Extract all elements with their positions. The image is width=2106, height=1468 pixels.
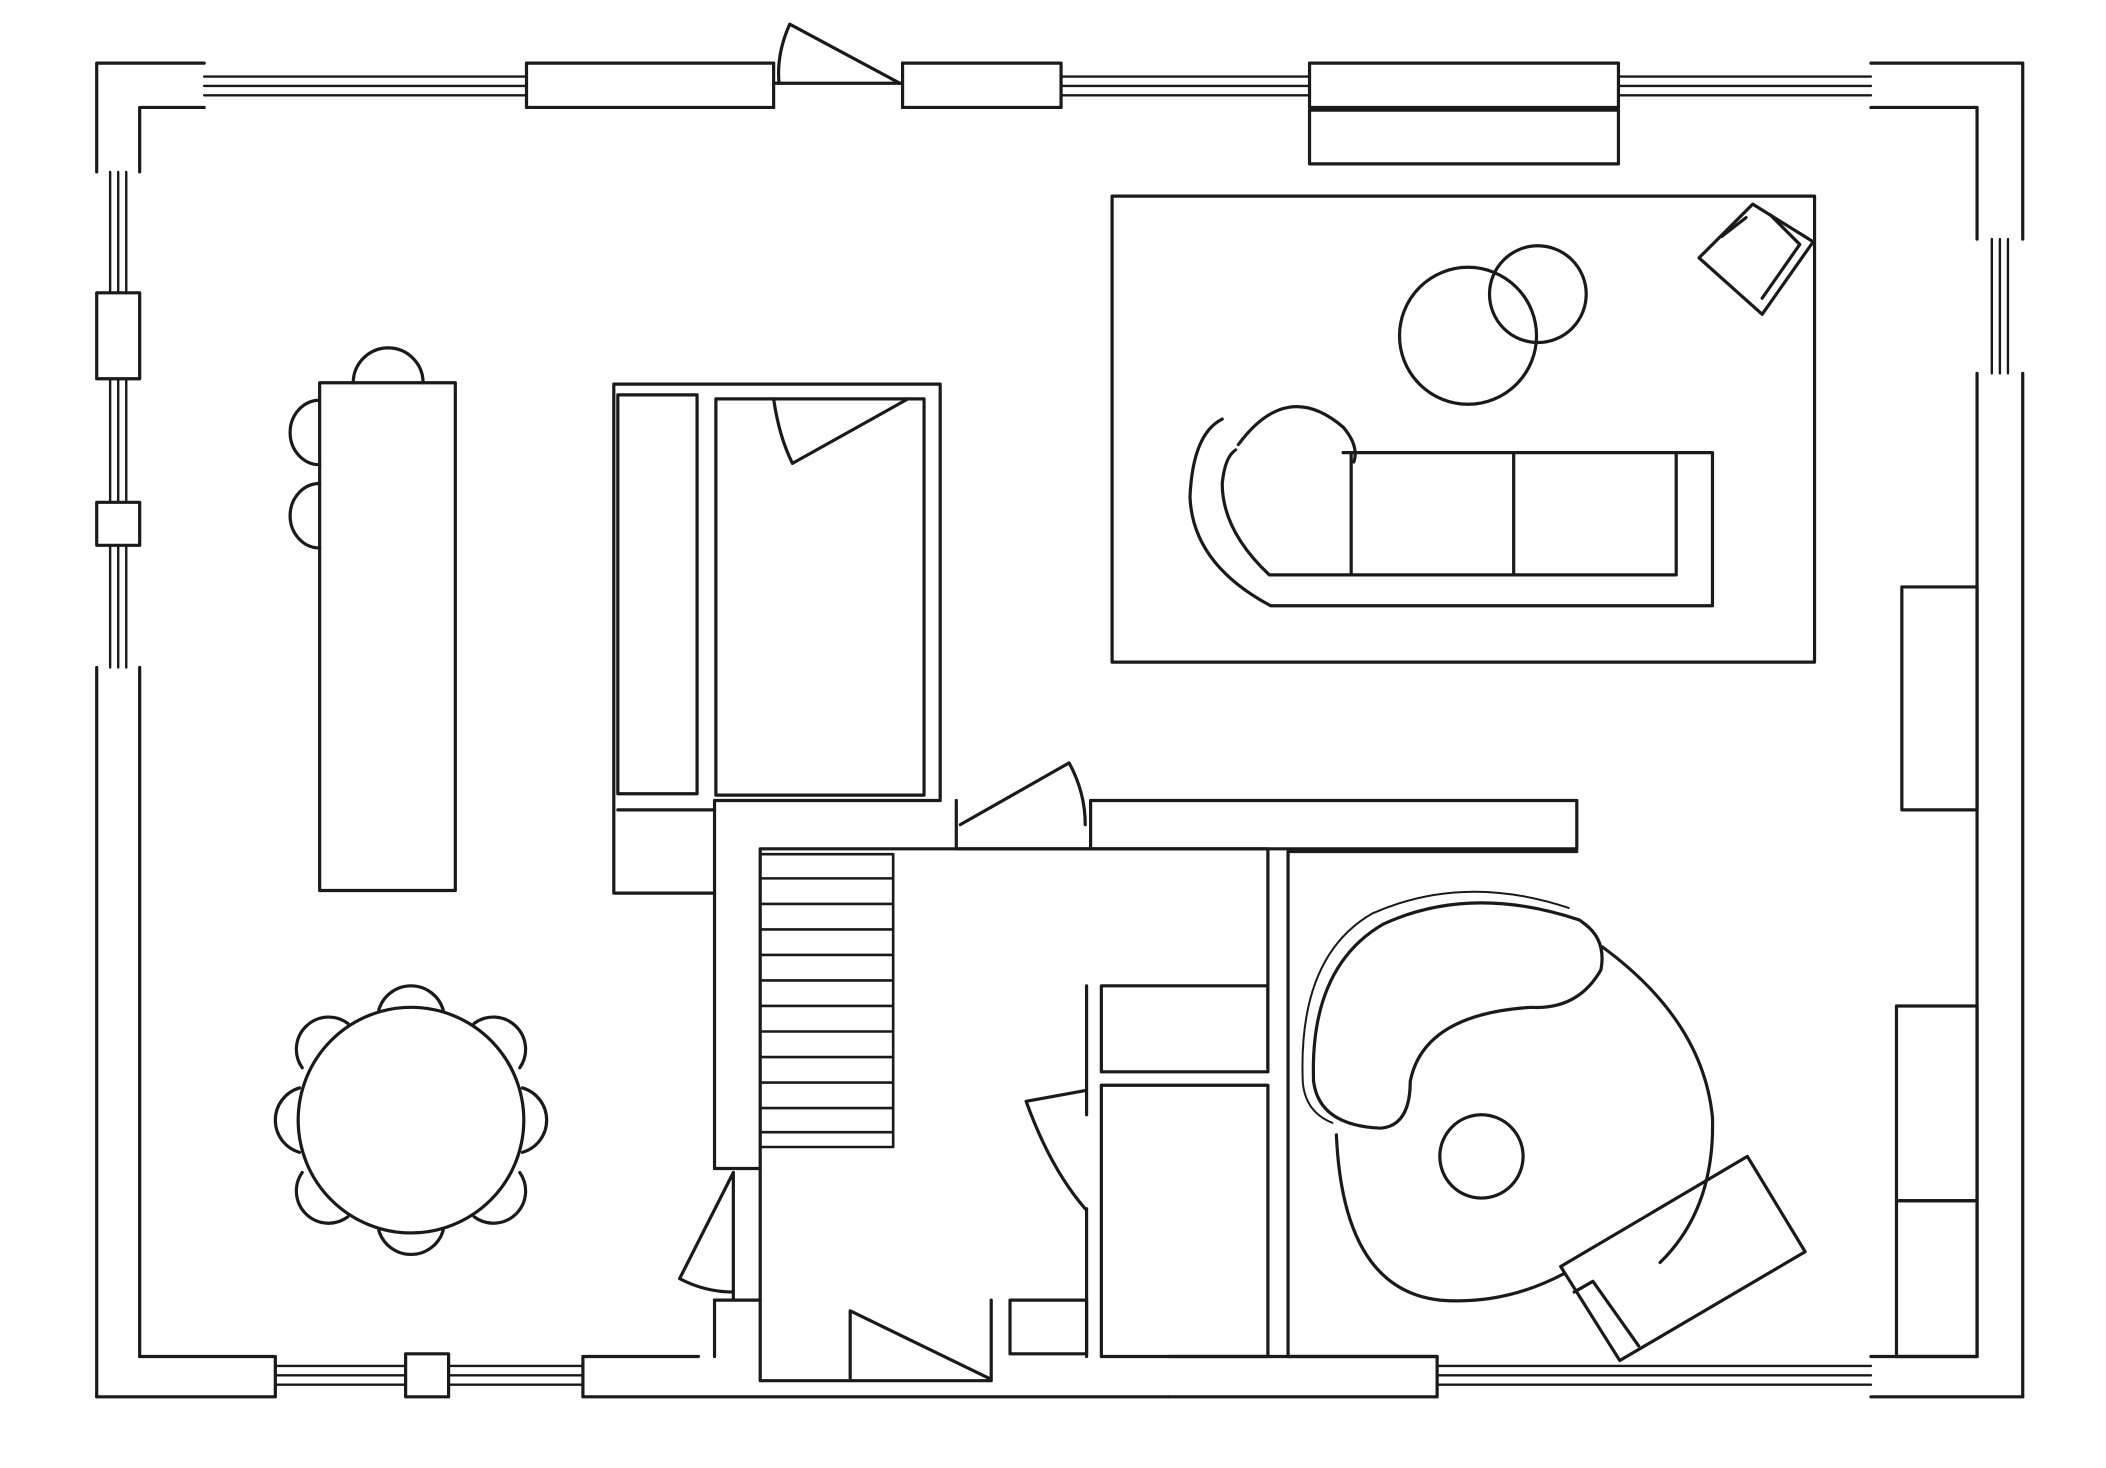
- windows: [110, 77, 2008, 1385]
- chair: [290, 484, 320, 548]
- chair: [296, 1017, 347, 1068]
- vanity: [1101, 986, 1268, 1072]
- side-table: [1440, 1115, 1523, 1198]
- shelf-unit: [1896, 1201, 1977, 1357]
- door-swing: [1026, 1091, 1085, 1209]
- chair: [296, 1173, 347, 1224]
- chair: [379, 986, 443, 1010]
- dining-area: [290, 348, 455, 891]
- living-room: [1112, 196, 1814, 662]
- chaise-lounge: [1561, 1156, 1805, 1360]
- bed: [716, 399, 924, 795]
- cabinet: [1010, 1300, 1087, 1354]
- curved-sofa: [1313, 903, 1602, 1128]
- chair: [522, 1088, 546, 1152]
- stair-hall: [680, 849, 1268, 1381]
- door-swing: [774, 399, 908, 463]
- bedroom: [614, 384, 940, 893]
- chair: [275, 1088, 299, 1152]
- chair: [379, 1230, 443, 1254]
- sideboard: [1310, 110, 1619, 164]
- chair: [474, 1017, 525, 1068]
- entry-door: [774, 24, 903, 107]
- sectional-sofa: [1190, 407, 1712, 606]
- interior-partition: [956, 763, 1577, 849]
- chair: [474, 1173, 525, 1224]
- round-table: [298, 1007, 524, 1233]
- lounge: [1288, 852, 1805, 1361]
- chair: [290, 400, 320, 464]
- shelf-unit: [1896, 1006, 1977, 1201]
- door-swing: [850, 1311, 988, 1378]
- wall-cabinet: [1902, 587, 1977, 810]
- round-table-group: [275, 986, 546, 1255]
- bathroom: [1026, 986, 1268, 1357]
- chair: [353, 348, 423, 383]
- door-swing: [960, 763, 1085, 825]
- side-table: [1490, 246, 1587, 343]
- bathtub: [1101, 1085, 1268, 1356]
- door-swing: [680, 1168, 761, 1300]
- area-rug: [1112, 196, 1814, 662]
- staircase: [760, 854, 893, 1147]
- long-table: [320, 383, 456, 891]
- coffee-table: [1400, 267, 1537, 404]
- exterior-walls: [97, 63, 2023, 1397]
- armchair: [1699, 204, 1813, 314]
- wardrobe: [618, 395, 697, 794]
